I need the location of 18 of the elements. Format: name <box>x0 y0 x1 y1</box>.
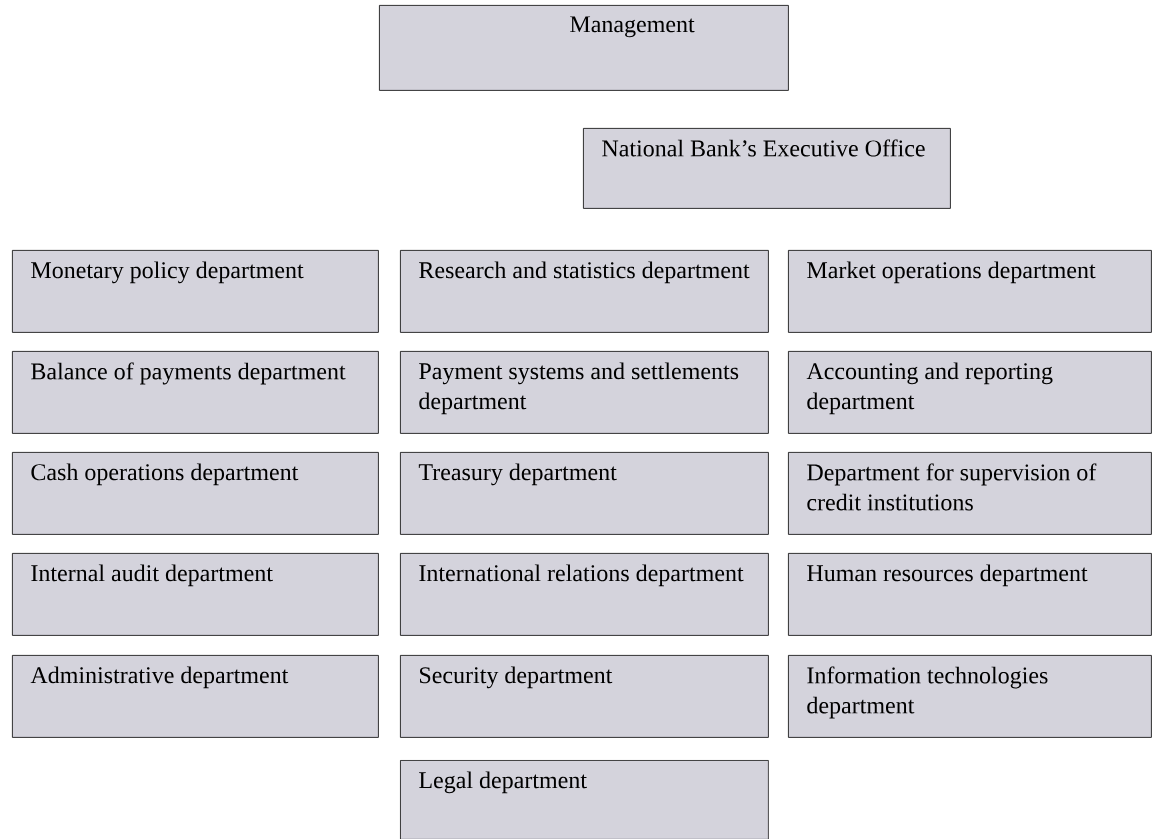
department-box: Monetary policy department <box>12 250 379 333</box>
department-box: Internal audit department <box>12 553 379 636</box>
management-box: Management <box>379 5 789 91</box>
department-box: Treasury department <box>400 452 769 535</box>
department-box: Payment systems and settlements department <box>400 351 769 434</box>
department-box: Cash operations department <box>12 452 379 535</box>
office-box: National Bank’s Executive Office <box>583 128 951 209</box>
department-box: Administrative department <box>12 655 379 738</box>
department-box: Department for supervision of credit institutions <box>788 452 1152 535</box>
department-box: Accounting and reporting department <box>788 351 1152 434</box>
department-box: Research and statistics department <box>400 250 769 333</box>
department-box: Market operations department <box>788 250 1152 333</box>
department-box: Security department <box>400 655 769 738</box>
department-box: Balance of payments department <box>12 351 379 434</box>
department-box: Human resources department <box>788 553 1152 636</box>
department-box: Legal department <box>400 760 769 839</box>
department-box: Information technologies department <box>788 655 1152 738</box>
department-box: International relations department <box>400 553 769 636</box>
